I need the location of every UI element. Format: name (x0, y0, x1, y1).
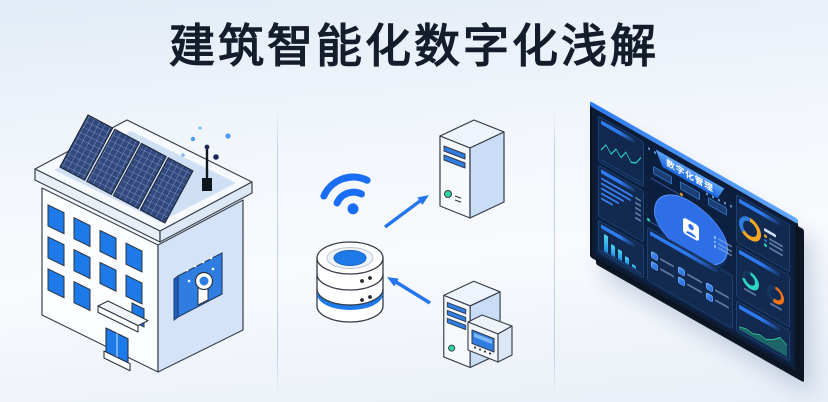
smart-building-illustration (34, 114, 253, 373)
app-icon (705, 281, 713, 293)
signal-dots-icon (181, 126, 231, 160)
donut-chart (739, 211, 761, 247)
app-icon (678, 275, 686, 287)
app-icon (651, 250, 658, 262)
antenna-icon (202, 148, 212, 191)
section-divider-right (554, 108, 555, 396)
arrow-up-icon (383, 195, 429, 229)
dashboard-right-column (736, 193, 790, 362)
dashboard-screen: 数字化管理 (595, 110, 793, 367)
app-icon (651, 260, 658, 272)
teal-dot (647, 217, 650, 223)
server-icon (439, 119, 505, 219)
section-divider-left (277, 108, 278, 396)
roof-edge-right (159, 181, 253, 243)
page-title: 建筑智能化数字化浅解 (169, 20, 659, 72)
line-chart (601, 144, 641, 183)
map-region (654, 180, 728, 279)
area-chart (739, 326, 787, 357)
donut-legend (764, 228, 787, 259)
solar-panel-icon (59, 114, 194, 224)
line-chart-panel (598, 115, 644, 188)
dashboard-center-column: 数字化管理 (647, 143, 733, 330)
map-area (647, 173, 733, 279)
access-panel-icon (173, 252, 223, 321)
dashboard-left-column (598, 115, 644, 279)
door-icon (97, 300, 149, 372)
wifi-icon (320, 173, 371, 215)
dashboard-monitor: 数字化管理 (590, 101, 798, 376)
keyhole-icon (194, 271, 214, 306)
app-icon (705, 291, 713, 303)
controller-icon (467, 314, 513, 363)
app-icon (678, 265, 686, 277)
gateway-diagram (316, 119, 513, 369)
database-icon (316, 241, 384, 323)
arrow-down-icon (387, 277, 431, 305)
person-icon (683, 218, 699, 241)
window-icon (47, 204, 145, 328)
area-chart-panel (736, 299, 790, 362)
